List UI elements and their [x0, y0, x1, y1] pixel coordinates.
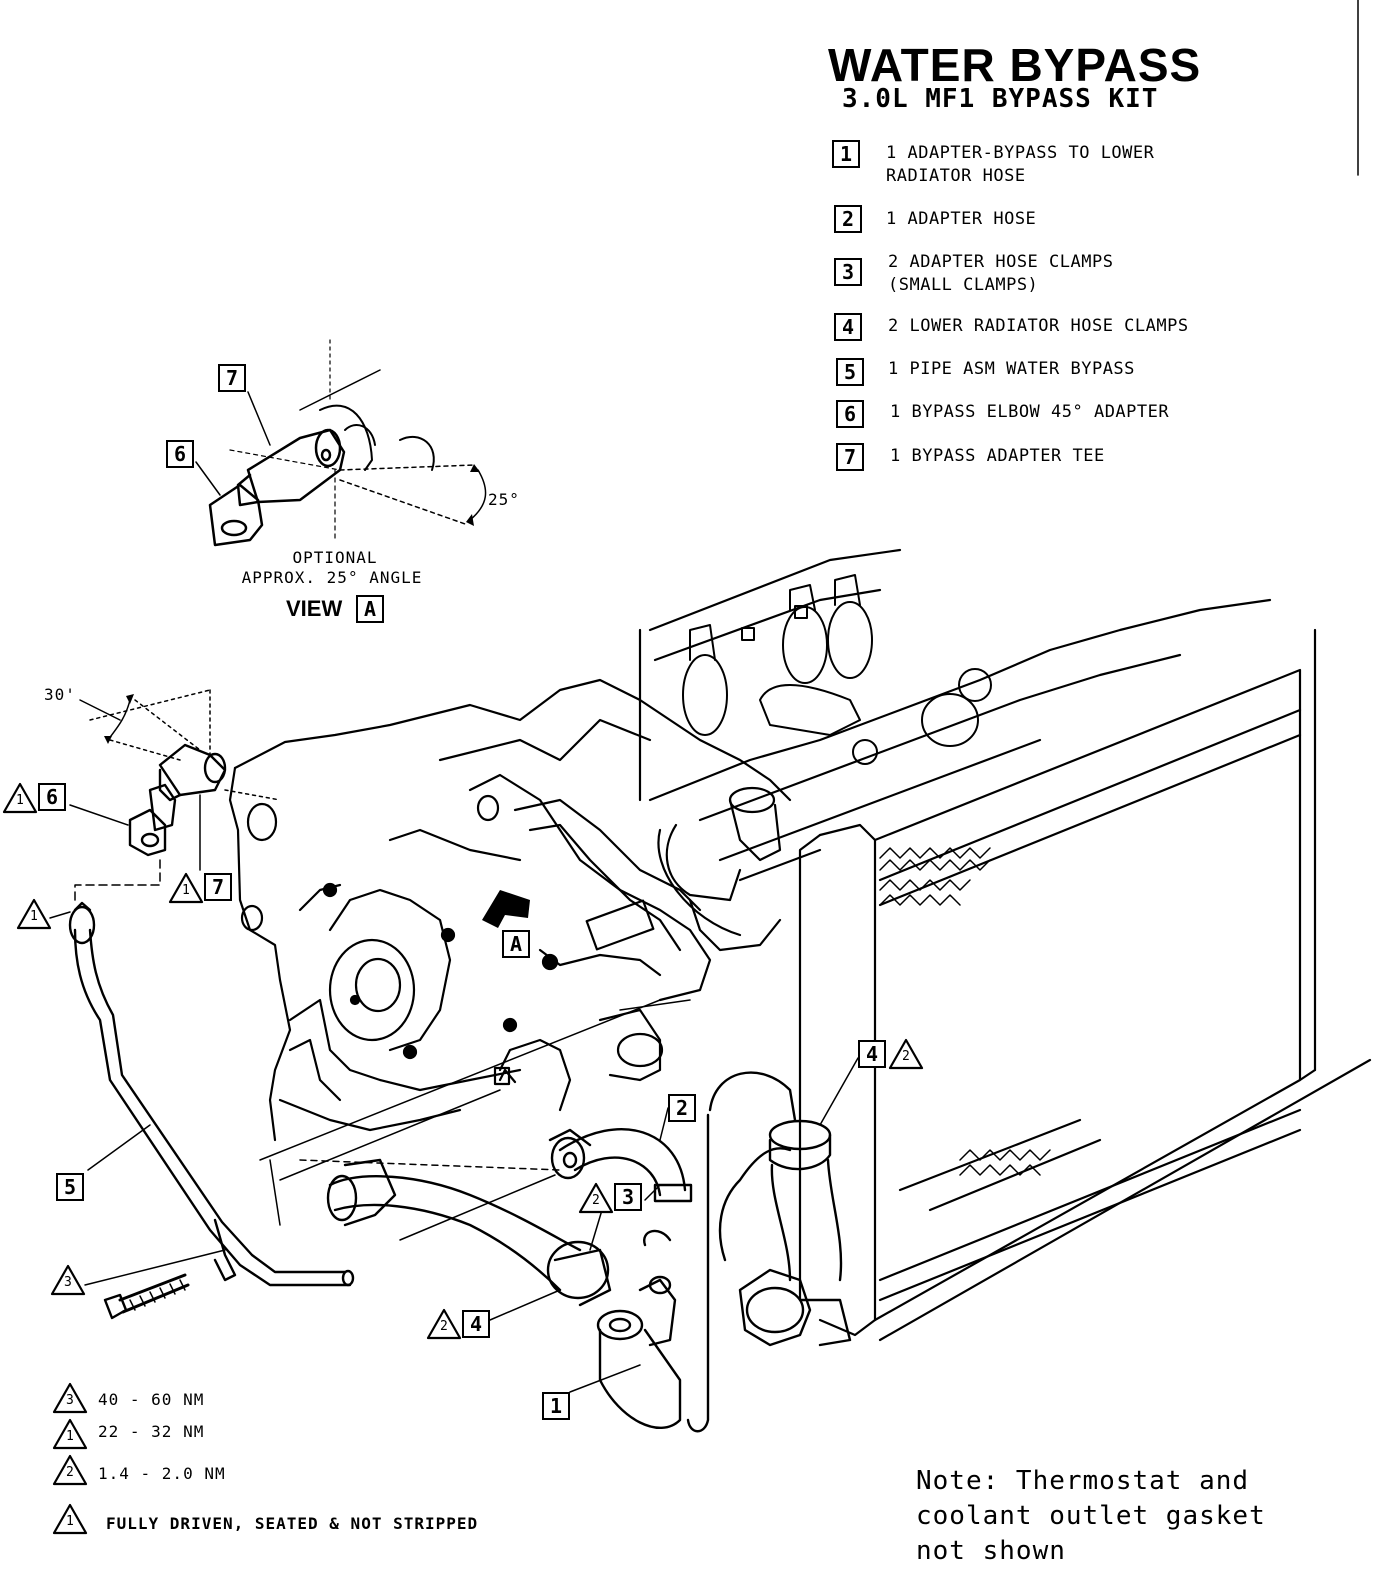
part-number-box: 2 — [834, 205, 862, 233]
torque-symbol-digit: 2 — [66, 1465, 75, 1480]
leader-lines — [84, 999, 859, 1393]
callout-5: 5 — [56, 1173, 84, 1201]
torque-symbol-digit: 1 — [66, 1429, 75, 1444]
angle-25-label: 25° — [488, 490, 520, 509]
part-number-box: 7 — [836, 443, 864, 471]
callout-1: 1 — [542, 1392, 570, 1420]
main-tee-elbow — [49, 689, 281, 919]
part-description: 2 ADAPTER HOSE CLAMPS (SMALL CLAMPS) — [888, 252, 1114, 295]
torque-symbol-digit: 1 — [182, 883, 191, 898]
view-a-inset — [195, 339, 487, 547]
part-number-box: 5 — [836, 358, 864, 386]
lower-radiator-hose — [686, 1071, 852, 1433]
adapter-assembly — [326, 1127, 693, 1430]
torque-symbol-digit: 3 — [66, 1393, 75, 1408]
part-description: 1 BYPASS ELBOW 45° ADAPTER — [890, 402, 1170, 422]
callout-4-upper: 4 — [858, 1040, 886, 1068]
part-number-box: 1 — [832, 140, 860, 168]
torque-symbol-digit: 1 — [30, 909, 39, 924]
angle-30-label: 30' — [44, 685, 76, 704]
callout-2: 2 — [668, 1094, 696, 1122]
part-number-box: 3 — [834, 258, 862, 286]
torque-spec-text: 22 - 32 NM — [98, 1422, 205, 1441]
part-description: 1 BYPASS ADAPTER TEE — [890, 446, 1105, 466]
torque-spec-text: FULLY DRIVEN, SEATED & NOT STRIPPED — [106, 1514, 479, 1533]
view-a-title: VIEW — [286, 596, 343, 621]
view-a-optional-label: OPTIONAL — [292, 548, 378, 567]
engine-block — [228, 548, 1272, 1142]
torque-symbol-digit: 3 — [64, 1275, 73, 1290]
callout-7: 7 — [204, 873, 232, 901]
torque-symbol-digit: 1 — [16, 793, 25, 808]
callout-4-lower: 4 — [462, 1310, 490, 1338]
radiator — [798, 628, 1372, 1342]
part-description: 2 LOWER RADIATOR HOSE CLAMPS — [888, 316, 1189, 336]
bypass-pipe — [68, 901, 355, 1320]
torque-symbols — [2, 782, 924, 1535]
page-title: WATER BYPASS — [828, 39, 1202, 91]
callout-7-view-a: 7 — [218, 364, 246, 392]
view-a-letter-box: A — [356, 595, 384, 623]
part-description: 1 ADAPTER-BYPASS TO LOWER RADIATOR HOSE — [886, 143, 1155, 186]
torque-symbol-digit: 1 — [66, 1514, 75, 1529]
part-number-box: 6 — [836, 400, 864, 428]
torque-symbol-digit: 2 — [592, 1193, 601, 1208]
callout-6: 6 — [38, 783, 66, 811]
callout-3: 3 — [614, 1183, 642, 1211]
part-description: 1 ADAPTER HOSE — [886, 209, 1037, 229]
torque-symbol-digit: 2 — [440, 1319, 449, 1334]
torque-spec-text: 1.4 - 2.0 NM — [98, 1464, 226, 1483]
part-description: 1 PIPE ASM WATER BYPASS — [888, 359, 1135, 379]
page-subtitle: 3.0L MF1 BYPASS KIT — [842, 84, 1159, 114]
view-a-arrow-box: A — [502, 930, 530, 958]
torque-spec-text: 40 - 60 NM — [98, 1390, 205, 1409]
torque-symbol-digit: 2 — [902, 1049, 911, 1064]
view-a-angle-label: APPROX. 25° ANGLE — [241, 568, 423, 587]
part-number-box: 4 — [834, 313, 862, 341]
callout-6-view-a: 6 — [166, 440, 194, 468]
note-text: Note: Thermostat and coolant outlet gask… — [916, 1466, 1266, 1566]
